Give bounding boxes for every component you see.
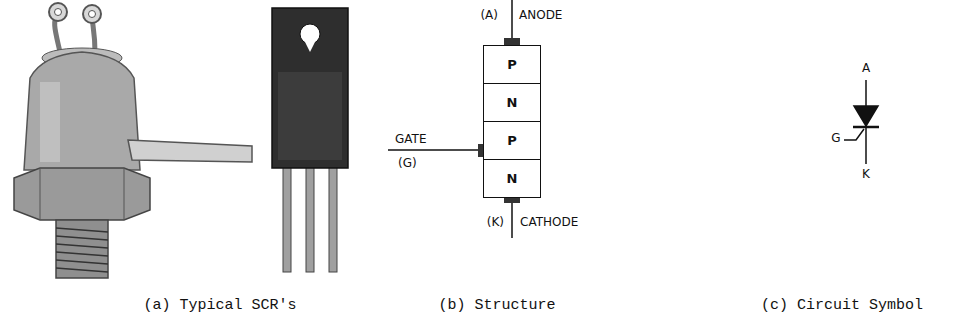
terminal-lug bbox=[49, 3, 67, 21]
terminal-label: CATHODE bbox=[520, 216, 578, 229]
figure-caption: (a) Typical SCR's bbox=[143, 298, 296, 315]
cathode-wire bbox=[511, 202, 513, 238]
terminal-lug bbox=[83, 5, 101, 23]
lug-hole bbox=[89, 11, 96, 18]
thread-lines bbox=[56, 228, 108, 272]
stud-scr-photo bbox=[14, 3, 252, 278]
terminal-label: (A) bbox=[480, 9, 498, 22]
semiconductor-layer: N bbox=[483, 83, 541, 122]
threaded-stud bbox=[56, 220, 108, 278]
pin-label: G bbox=[831, 132, 840, 145]
anode-contact bbox=[504, 38, 520, 45]
lead-pin bbox=[306, 165, 314, 272]
anode-lead bbox=[865, 80, 867, 106]
gate-lead bbox=[844, 129, 864, 140]
pin-label: A bbox=[862, 62, 870, 75]
package-face bbox=[278, 72, 342, 160]
semiconductor-layer: P bbox=[483, 121, 541, 160]
lead-pin bbox=[283, 165, 291, 272]
layer-letter: P bbox=[507, 57, 517, 72]
figure-caption: (b) Structure bbox=[438, 298, 555, 315]
cathode-lead bbox=[865, 127, 867, 164]
anode-wire bbox=[511, 0, 513, 40]
hole-notch bbox=[304, 40, 316, 52]
nut-edge bbox=[40, 168, 41, 220]
package-body bbox=[272, 8, 348, 168]
layer-letter: N bbox=[507, 171, 518, 186]
semiconductor-layer: P bbox=[483, 45, 541, 84]
gate-wire bbox=[388, 149, 479, 151]
semiconductor-layer: N bbox=[483, 159, 541, 198]
layer-letter: N bbox=[507, 95, 518, 110]
pin-label: K bbox=[862, 168, 870, 181]
solder-tab bbox=[128, 140, 252, 162]
plastic-scr-photo bbox=[272, 8, 348, 272]
lead-pin bbox=[329, 165, 337, 272]
hex-nut bbox=[14, 168, 150, 220]
lug-hole bbox=[55, 9, 62, 16]
scr-symbol bbox=[844, 80, 879, 164]
nut-edge bbox=[124, 168, 125, 220]
highlight bbox=[40, 82, 60, 162]
terminal-label: GATE bbox=[395, 133, 427, 146]
terminal-label: (G) bbox=[398, 157, 417, 170]
figure-caption: (c) Circuit Symbol bbox=[761, 298, 923, 315]
terminal-label: ANODE bbox=[519, 9, 562, 22]
stud-body bbox=[24, 52, 140, 170]
diode-triangle bbox=[854, 106, 878, 126]
terminal-label: (K) bbox=[487, 216, 504, 229]
layer-letter: P bbox=[507, 133, 517, 148]
